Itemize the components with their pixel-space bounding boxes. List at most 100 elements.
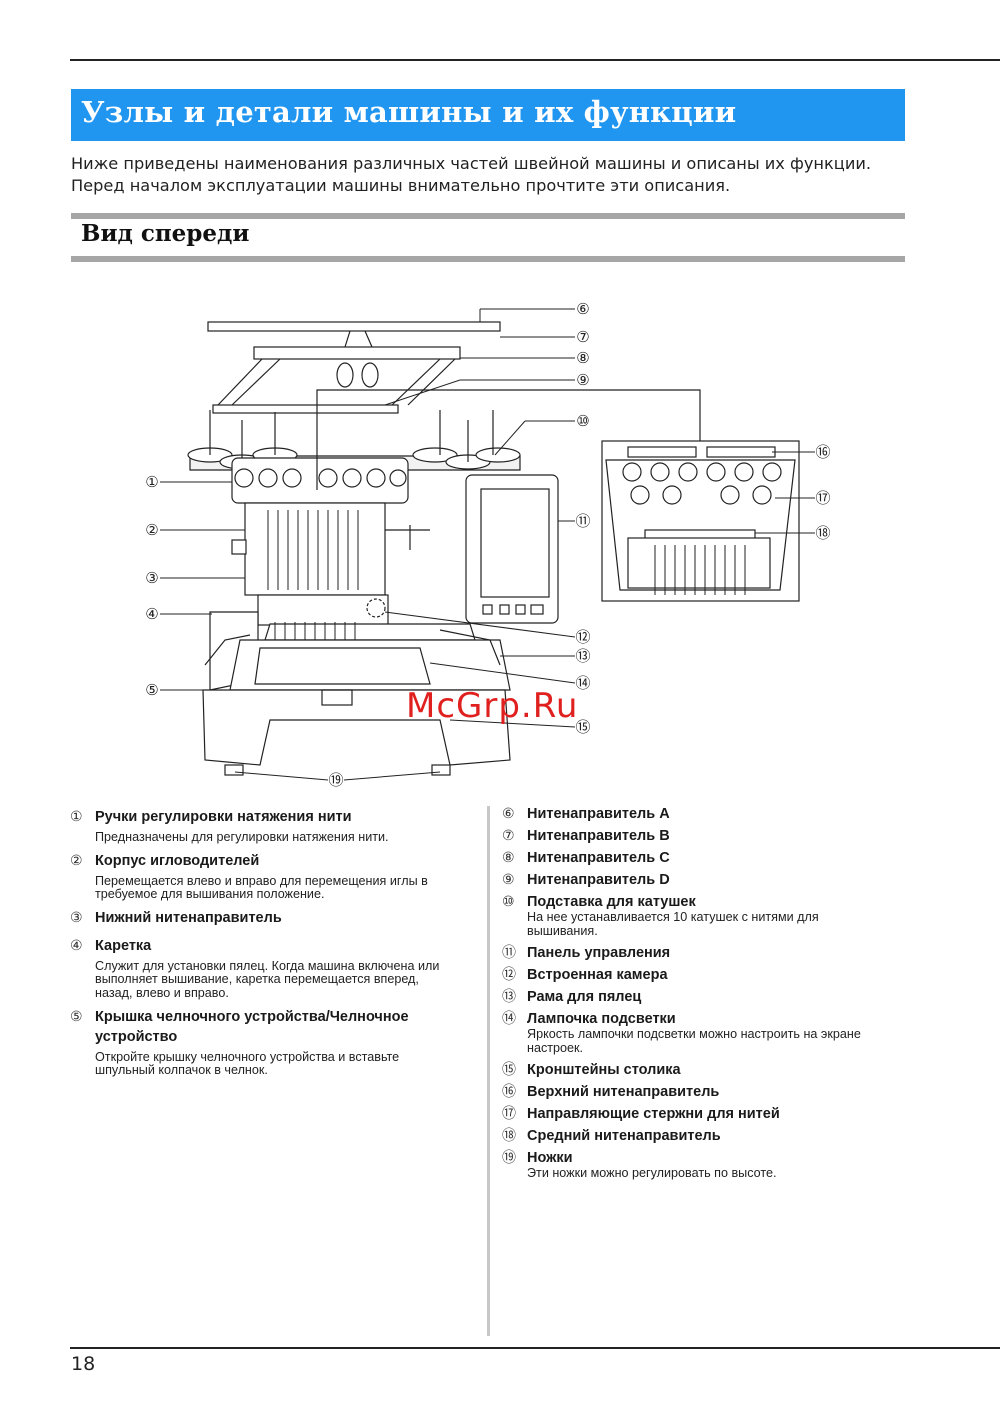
- part-number: ⑫: [502, 966, 516, 983]
- part-title: Нитенаправитель A: [527, 806, 670, 822]
- description-line: настроек.: [527, 1040, 584, 1055]
- part-title: Каретка: [95, 937, 152, 954]
- top-rule: [70, 59, 1000, 61]
- section-divider-top: [71, 213, 905, 219]
- part-description: На нее устанавливается 10 катушек с нитя…: [527, 910, 922, 938]
- part-number: ⑥: [502, 805, 515, 821]
- part-number: ⑦: [502, 827, 515, 843]
- part-number: ⑭: [502, 1010, 516, 1027]
- callout-1: ①: [145, 473, 158, 491]
- callout-7: ⑦: [576, 328, 589, 346]
- description-line: вышивания.: [527, 923, 598, 938]
- parts-list-item: ⑦ Нитенаправитель B: [502, 825, 922, 847]
- callout-15: ⑮: [575, 718, 590, 736]
- part-number: ⑰: [502, 1105, 516, 1122]
- machine-drawing: [187, 321, 800, 776]
- part-title: Кронштейны столика: [527, 1062, 681, 1079]
- callout-10: ⑩: [576, 412, 589, 430]
- part-title: Ножки: [527, 1150, 573, 1167]
- part-heading: ⑥ Нитенаправитель A: [502, 803, 922, 825]
- part-heading: ⑦ Нитенаправитель B: [502, 825, 922, 847]
- callout-14: ⑭: [575, 674, 590, 692]
- part-heading: ⑮ Кронштейны столика: [502, 1059, 922, 1081]
- part-number: ⑲: [502, 1149, 516, 1166]
- part-title: Рама для пялец: [527, 989, 642, 1006]
- callout-2: ②: [145, 521, 158, 539]
- part-title: Средний нитенаправитель: [527, 1128, 721, 1145]
- description-line: Предназначены для регулировки натяжения …: [95, 830, 389, 844]
- part-title: Панель управления: [527, 945, 671, 962]
- description-line: выполняет вышивание, каретка перемещаетс…: [95, 972, 419, 987]
- part-number: ⑩: [502, 893, 515, 909]
- callout-11: ⑪: [575, 512, 590, 530]
- part-heading: ④ Каретка: [70, 932, 480, 960]
- watermark: McGrp.Ru: [406, 686, 579, 726]
- callout-4: ④: [145, 605, 158, 623]
- part-title: Нитенаправитель D: [527, 872, 670, 888]
- callout-17: ⑰: [815, 489, 830, 507]
- column-divider: [487, 806, 490, 1336]
- part-number: ⑧: [502, 849, 515, 865]
- description-line: Служит для установки пялец. Когда машина…: [95, 958, 440, 973]
- description-line: Откройте крышку челночного устройства и …: [95, 1049, 400, 1064]
- part-title: Корпус игловодителей: [95, 852, 260, 869]
- detail-knobs: [622, 462, 782, 505]
- part-description: Яркость лампочки подсветки можно настрои…: [527, 1028, 922, 1055]
- part-title: Лампочка подсветки: [527, 1011, 676, 1028]
- part-description: Предназначены для регулировки натяжения …: [95, 830, 480, 845]
- part-number: ⑮: [502, 1061, 516, 1078]
- parts-list-item: ⑫ Встроенная камера: [502, 964, 922, 986]
- description-line: Перемещается влево и вправо для перемеще…: [95, 873, 428, 888]
- part-number: ⑤: [70, 1007, 83, 1024]
- part-title: Нитенаправитель B: [527, 828, 670, 844]
- description-line: требуемое для вышивания положение.: [95, 887, 325, 902]
- callout-labels: ① ② ③ ④ ⑤ ⑥ ⑦ ⑧ ⑨ ⑩ ⑪ ⑫ ⑬ ⑭ ⑮ ⑯ ⑰ ⑱ ⑲: [145, 300, 830, 789]
- part-description: Откройте крышку челночного устройства и …: [95, 1049, 480, 1078]
- part-number: ③: [70, 908, 83, 925]
- callout-12: ⑫: [575, 628, 590, 646]
- tension-knobs: [234, 468, 407, 488]
- callout-13: ⑬: [575, 647, 590, 665]
- description-line: Эти ножки можно регулировать по высоте.: [527, 1166, 777, 1181]
- part-heading: ⑫ Встроенная камера: [502, 964, 922, 986]
- callout-19: ⑲: [328, 771, 343, 789]
- part-number: ⑱: [502, 1127, 516, 1144]
- part-number: ②: [70, 851, 83, 868]
- parts-list-item: ⑱ Средний нитенаправитель: [502, 1125, 922, 1147]
- part-title: Встроенная камера: [527, 967, 668, 984]
- callout-18: ⑱: [815, 524, 830, 542]
- part-title: Нижний нитенаправитель: [95, 909, 282, 926]
- part-number: ⑬: [502, 988, 516, 1005]
- parts-list-item: ⑥ Нитенаправитель A: [502, 803, 922, 825]
- description-line: На нее устанавливается 10 катушек с нитя…: [527, 910, 819, 924]
- bottom-rule: [70, 1347, 1000, 1349]
- part-title: Подставка для катушек: [527, 894, 696, 910]
- part-title: Ручки регулировки натяжения нити: [95, 809, 352, 825]
- part-heading: ⑲ Ножки: [502, 1147, 922, 1169]
- parts-list-item: ⑮ Кронштейны столика: [502, 1059, 922, 1081]
- callout-9: ⑨: [576, 371, 589, 389]
- part-number: ④: [70, 936, 83, 953]
- section-divider-bottom: [71, 256, 905, 262]
- part-number: ①: [70, 808, 83, 824]
- part-description: Служит для установки пялец. Когда машина…: [95, 958, 480, 1001]
- section-title: Вид спереди: [81, 220, 250, 247]
- parts-list-item: ⑬ Рама для пялец: [502, 986, 922, 1008]
- page-number: 18: [71, 1353, 96, 1375]
- page-title: Узлы и детали машины и их функции: [81, 95, 737, 129]
- part-description: Эти ножки можно регулировать по высоте.: [527, 1167, 922, 1181]
- part-heading: ⑬ Рама для пялец: [502, 986, 922, 1008]
